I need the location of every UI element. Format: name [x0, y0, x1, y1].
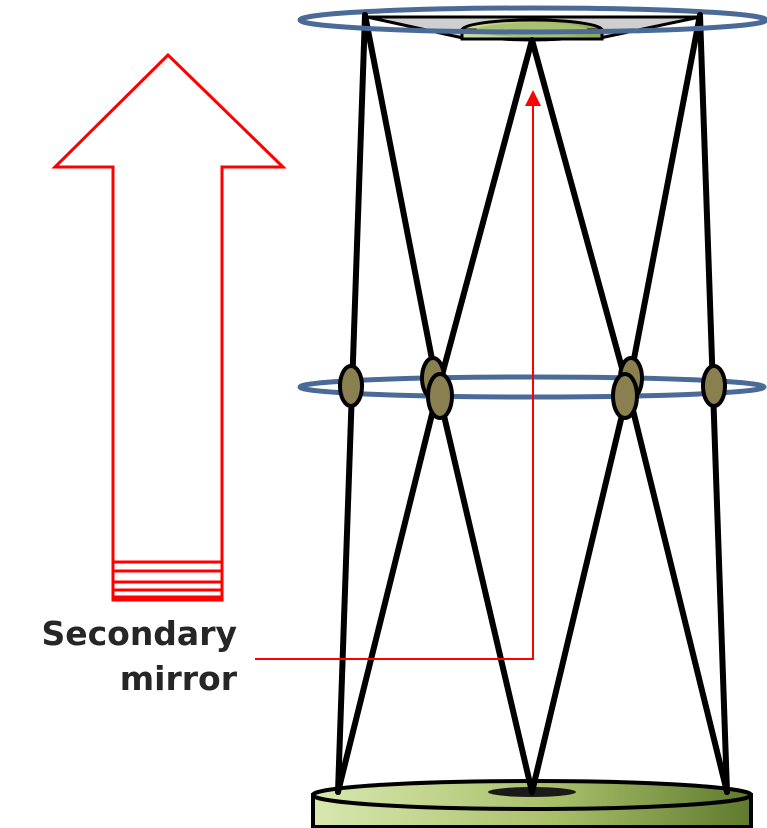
- top-ring-front: [297, 18, 767, 35]
- secondary-mirror-label-line1: Secondary: [41, 614, 237, 653]
- secondary-mirror-label-line2: mirror: [119, 659, 237, 698]
- joint-outer-right: [701, 364, 727, 408]
- top-ring-back: [297, 5, 767, 22]
- joint-inner-right-front: [611, 372, 639, 420]
- joint-inner-left-front: [426, 372, 454, 420]
- joint-outer-left: [338, 364, 364, 408]
- callout-leader-line: [255, 90, 541, 660]
- strut-joints: [338, 356, 727, 420]
- beam-direction-arrow: [51, 52, 287, 602]
